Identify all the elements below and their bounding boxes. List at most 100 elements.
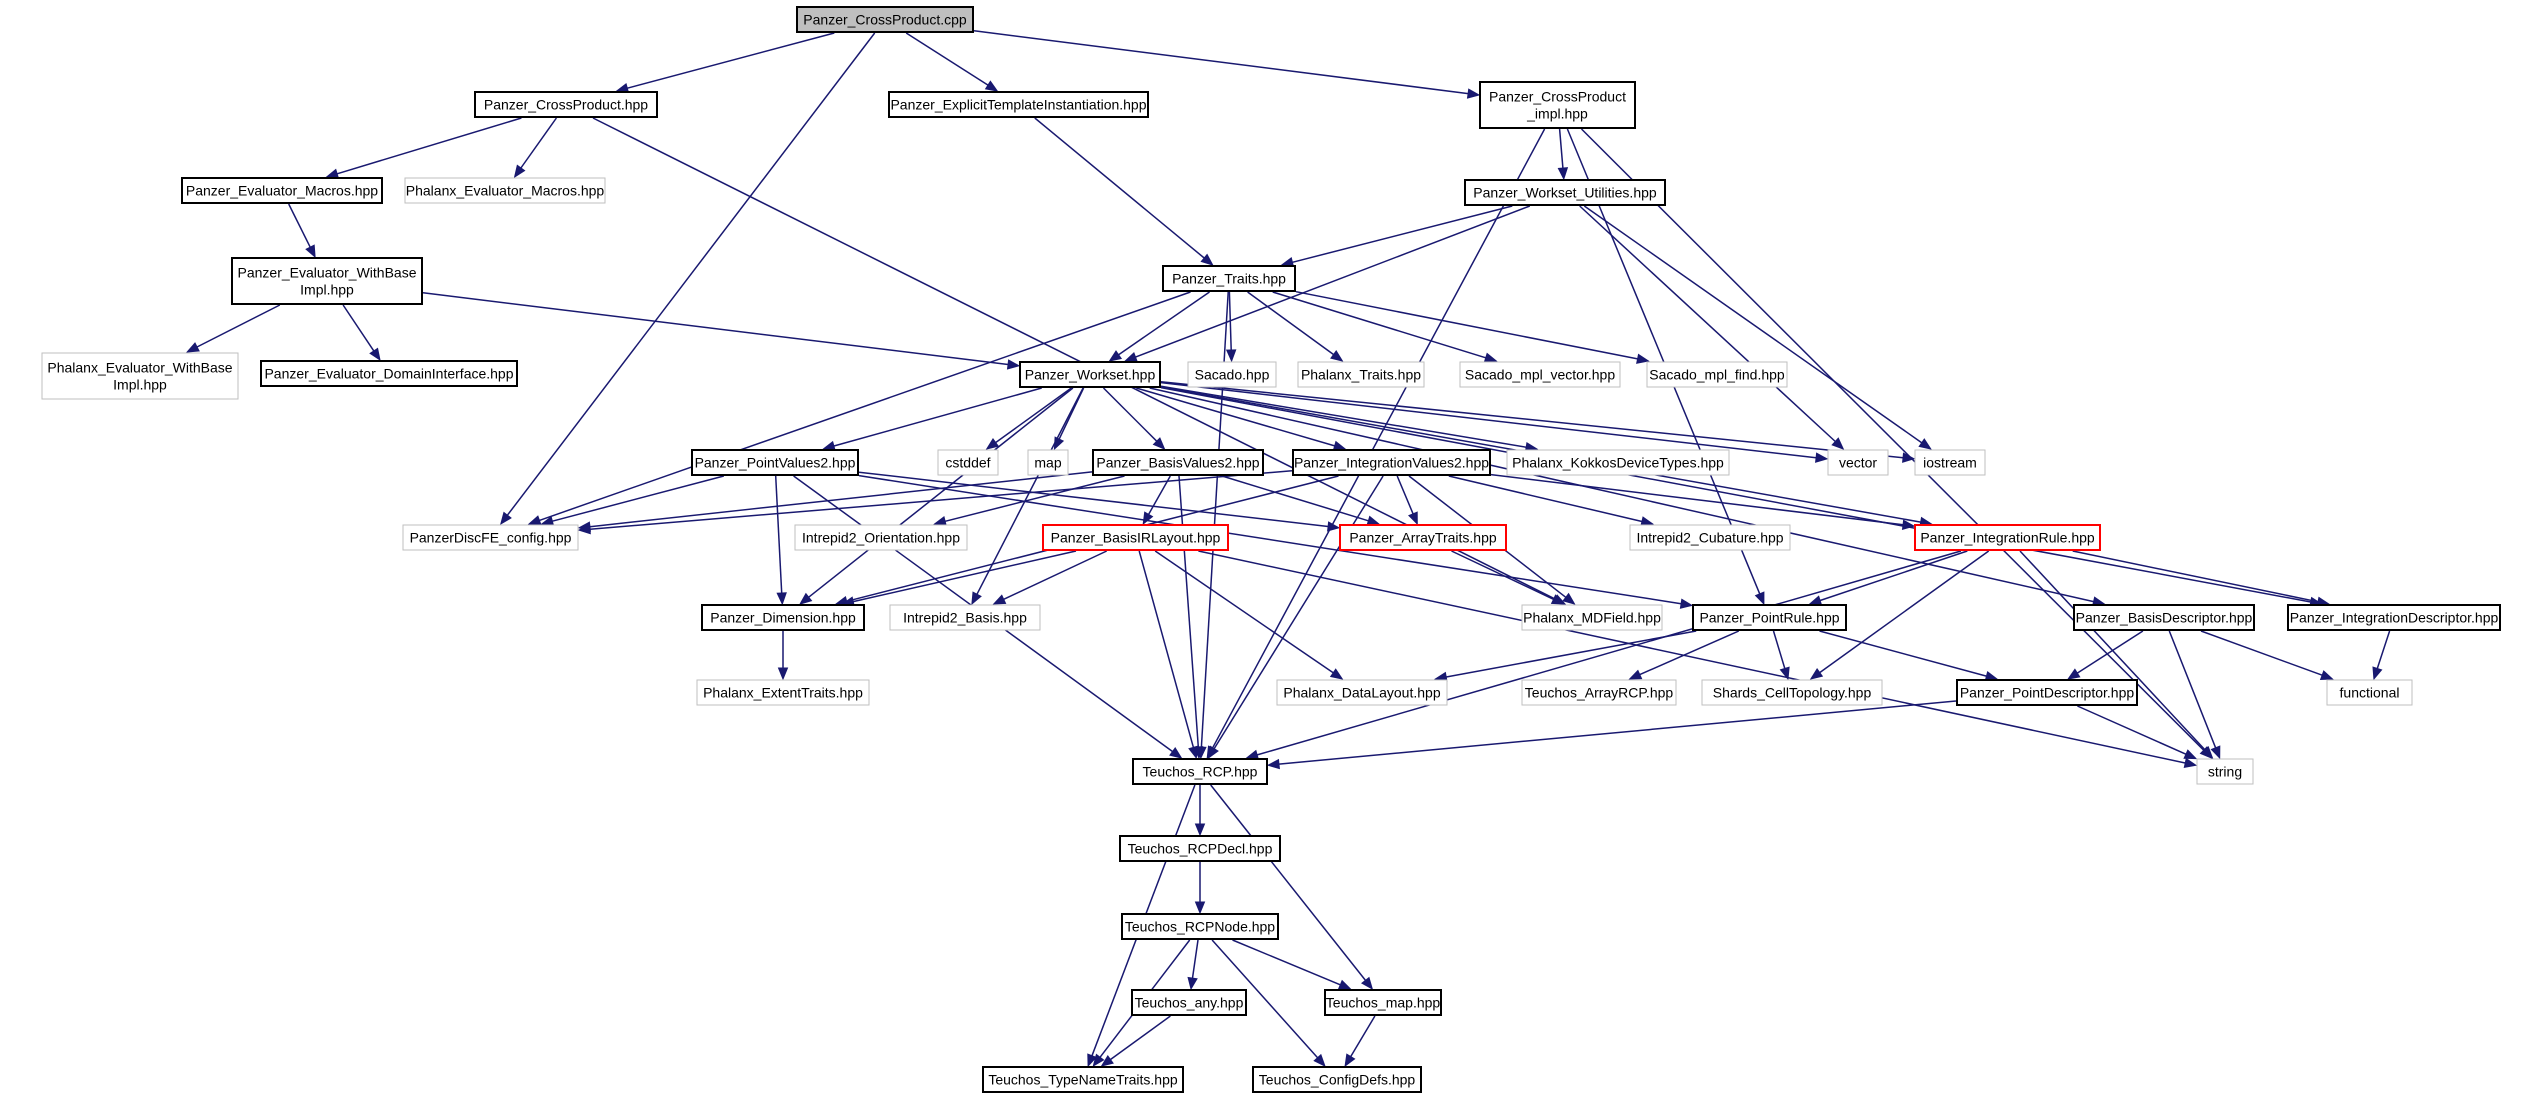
file-node-at[interactable]: Panzer_ArrayTraits.hpp	[1339, 524, 1507, 551]
file-node-pv2[interactable]: Panzer_PointValues2.hpp	[691, 449, 859, 476]
node-box	[696, 679, 870, 706]
dependency-edge	[1154, 550, 1334, 674]
dependency-edge	[858, 474, 1682, 605]
file-node-cph[interactable]: Panzer_CrossProduct.hpp	[474, 91, 658, 118]
file-node-eti[interactable]: Panzer_ExplicitTemplateInstantiation.hpp	[888, 91, 1149, 118]
edge-arrowhead	[2210, 745, 2221, 760]
dependency-edge	[1272, 291, 1487, 359]
edge-arrowhead	[1108, 350, 1123, 362]
edge-arrowhead	[1361, 976, 1374, 991]
node-label: Panzer_Traits.hpp	[1172, 271, 1286, 287]
file-node-iv2[interactable]: Panzer_IntegrationValues2.hpp	[1292, 449, 1491, 476]
edge-arrowhead	[933, 516, 947, 527]
dependency-edge	[1451, 550, 1554, 600]
dependency-edge	[2168, 630, 2217, 749]
file-node-pr[interactable]: Panzer_PointRule.hpp	[1692, 604, 1847, 631]
dependency-edge	[1446, 630, 1697, 678]
node-label: Sacado_mpl_vector.hpp	[1465, 367, 1615, 383]
edge-arrowhead	[2200, 746, 2214, 759]
file-node-bv2[interactable]: Panzer_BasisValues2.hpp	[1092, 449, 1264, 476]
file-node-bd[interactable]: Panzer_BasisDescriptor.hpp	[2073, 604, 2255, 631]
node-label: Teuchos_map.hpp	[1326, 995, 1441, 1011]
edge-arrowhead	[985, 438, 1000, 450]
file-node-evm[interactable]: Panzer_Evaluator_Macros.hpp	[181, 177, 383, 204]
node-label: Phalanx_KokkosDeviceTypes.hpp	[1512, 455, 1724, 471]
file-node-i2o: Intrepid2_Orientation.hpp	[794, 524, 968, 551]
file-nodes: Panzer_CrossProduct.cppPanzer_CrossProdu…	[41, 6, 2501, 1093]
file-node-trcpdecl[interactable]: Teuchos_RCPDecl.hpp	[1119, 835, 1281, 862]
file-node-root[interactable]: Panzer_CrossProduct.cpp	[796, 6, 974, 33]
dependency-edge	[589, 471, 1093, 528]
file-node-ttnt[interactable]: Teuchos_TypeNameTraits.hpp	[982, 1066, 1184, 1093]
file-node-sacado: Sacado.hpp	[1187, 361, 1277, 388]
dependency-edge	[288, 203, 311, 248]
edge-arrowhead	[1092, 1053, 1105, 1068]
edge-arrowhead	[1808, 595, 1823, 606]
dependency-edge	[1639, 630, 1740, 676]
file-node-tmap[interactable]: Teuchos_map.hpp	[1324, 989, 1442, 1016]
file-node-traits[interactable]: Panzer_Traits.hpp	[1162, 265, 1296, 292]
dependency-edge	[995, 387, 1072, 444]
dependency-edge	[1149, 387, 2094, 603]
file-node-birl[interactable]: Panzer_BasisIRLayout.hpp	[1042, 524, 1229, 551]
file-node-wsu[interactable]: Panzer_Workset_Utilities.hpp	[1464, 179, 1666, 206]
file-node-string: string	[2196, 758, 2254, 785]
edge-arrowhead	[1194, 901, 1206, 915]
file-node-ir[interactable]: Panzer_IntegrationRule.hpp	[1914, 524, 2101, 551]
dependency-edge	[1579, 205, 1836, 443]
file-node-cpimpl[interactable]: Panzer_CrossProduct_impl.hpp	[1479, 81, 1636, 129]
edge-arrowhead	[2066, 668, 2081, 680]
file-node-tany[interactable]: Teuchos_any.hpp	[1131, 989, 1247, 1016]
edge-arrowhead	[2372, 666, 2383, 681]
file-node-evdi[interactable]: Panzer_Evaluator_DomainInterface.hpp	[260, 360, 518, 387]
edge-arrowhead	[984, 80, 999, 92]
dependency-edge	[2077, 705, 2187, 755]
dependency-edge	[1147, 475, 1171, 515]
dependency-edge	[1200, 291, 1229, 748]
dependency-edge	[539, 291, 1191, 522]
file-node-pet: Phalanx_ExtentTraits.hpp	[696, 679, 870, 706]
node-box	[1646, 361, 1788, 388]
node-label: Intrepid2_Cubature.hpp	[1636, 530, 1783, 546]
file-node-mdf: Phalanx_MDField.hpp	[1521, 604, 1663, 631]
dependency-edge	[2072, 550, 2319, 603]
node-label: Panzer_CrossProduct	[1489, 89, 1626, 105]
node-box	[2073, 604, 2255, 631]
dependency-edge	[1558, 128, 1564, 169]
dependency-edge	[905, 32, 989, 86]
node-label: functional	[2340, 685, 2400, 701]
node-box	[1292, 449, 1491, 476]
file-node-i2c: Intrepid2_Cubature.hpp	[1629, 524, 1791, 551]
dependency-edge	[1160, 385, 1527, 448]
node-box	[1464, 179, 1666, 206]
file-node-trcp[interactable]: Teuchos_RCP.hpp	[1132, 758, 1268, 785]
node-box	[1276, 679, 1448, 706]
dependency-edge	[1819, 550, 1990, 674]
node-label: string	[2208, 764, 2242, 780]
dependency-edge	[1448, 475, 1643, 523]
node-box	[1339, 524, 1507, 551]
node-box	[1914, 524, 2101, 551]
node-box	[796, 6, 974, 33]
file-node-trcpnode[interactable]: Teuchos_RCPNode.hpp	[1121, 913, 1279, 940]
file-node-pd[interactable]: Panzer_PointDescriptor.hpp	[1956, 679, 2138, 706]
dependency-edge	[1160, 386, 2311, 603]
edge-arrowhead	[499, 511, 512, 526]
node-box	[1131, 989, 1247, 1016]
node-label: vector	[1839, 455, 1877, 471]
edge-arrowhead	[325, 168, 340, 179]
file-node-id[interactable]: Panzer_IntegrationDescriptor.hpp	[2287, 604, 2501, 631]
edge-arrowhead	[1815, 452, 1829, 463]
edge-arrowhead	[971, 591, 982, 606]
edge-arrowhead	[1408, 511, 1418, 526]
node-label: Panzer_IntegrationValues2.hpp	[1294, 455, 1489, 471]
file-node-tcd[interactable]: Teuchos_ConfigDefs.hpp	[1252, 1066, 1422, 1093]
file-node-workset[interactable]: Panzer_Workset.hpp	[1019, 361, 1161, 388]
dependency-edge	[1247, 291, 1334, 356]
file-node-dim[interactable]: Panzer_Dimension.hpp	[701, 604, 865, 631]
file-node-map: map	[1027, 449, 1069, 476]
dependency-edge	[1295, 290, 1638, 360]
node-label: Teuchos_ArrayRCP.hpp	[1525, 685, 1674, 701]
dependency-edge	[1566, 128, 1761, 595]
